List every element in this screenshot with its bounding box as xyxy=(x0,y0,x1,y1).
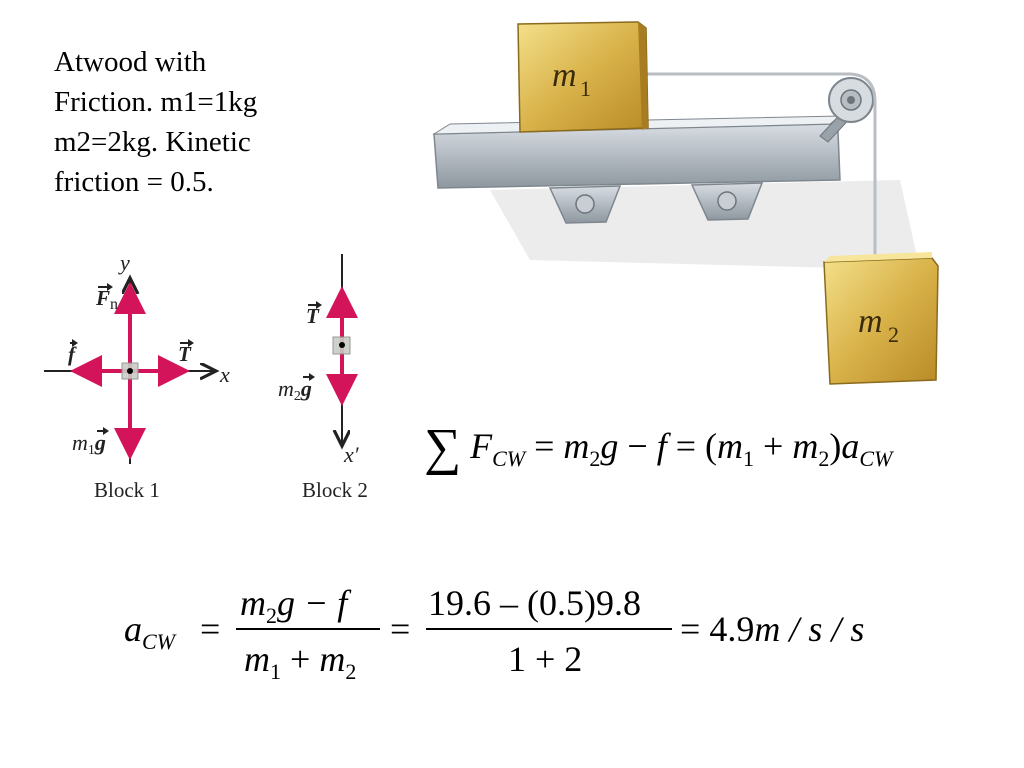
eq2-den1-sub1: 1 xyxy=(270,659,281,684)
eq2-equals-1: = xyxy=(200,609,221,649)
eq1-F: F xyxy=(470,426,493,466)
problem-line-2: Friction. m1=1kg xyxy=(54,86,258,118)
fbd2-center-dot xyxy=(339,342,345,348)
fbd1-y-label: y xyxy=(120,250,130,275)
eq1-a: a xyxy=(841,426,860,466)
fbd2-tension-label: T xyxy=(306,301,322,329)
fbd2-weight-sub: 2 xyxy=(293,389,301,404)
eq1-plus: + xyxy=(763,426,784,466)
fbd1-x-label: x xyxy=(220,362,230,387)
eq2-num1-sub: 2 xyxy=(266,603,277,628)
block-m2: m 2 xyxy=(823,252,939,385)
problem-line-4: friction = 0.5. xyxy=(54,166,214,198)
eq1-g: g xyxy=(600,426,619,466)
eq2-a: a xyxy=(124,609,142,649)
eq2-equals-2: = xyxy=(390,609,411,649)
fbd1-weight-label: m1g xyxy=(72,427,109,459)
eq1-m1-sub: 1 xyxy=(743,446,755,471)
sum-symbol: ∑ xyxy=(424,419,462,476)
eq2-num1-rest: g − f xyxy=(277,583,348,623)
problem-line-3: m2=2kg. Kinetic xyxy=(54,126,251,158)
eq2-result-number: 4.9 xyxy=(709,609,755,649)
fbd2-weight-label: m2g xyxy=(278,373,315,405)
eq2-result: = 4.9m / s / s xyxy=(680,608,864,650)
eq2-frac1-bar xyxy=(236,628,380,630)
eq1-m2-sub: 2 xyxy=(589,446,601,471)
string-wrap xyxy=(850,72,877,103)
fbd1-weight-m: m xyxy=(72,430,88,455)
pulley xyxy=(819,77,874,143)
fbd2-weight-m: m xyxy=(278,376,294,401)
eq2-lhs: aCW xyxy=(124,608,175,655)
fbd1-normal-label: Fn xyxy=(96,283,119,314)
eq1-equals-2: = xyxy=(675,426,697,466)
eq2-result-units: m / s / s xyxy=(754,609,865,649)
block-m1: m 1 xyxy=(517,21,649,133)
eq1-equals-1: = xyxy=(534,426,555,466)
fbd1-weight-sub: 1 xyxy=(87,443,95,458)
fbd1-friction-label: f xyxy=(68,339,78,367)
eq2-frac1-denominator: m1 + m2 xyxy=(244,638,356,685)
fbd1-tension-symbol: T xyxy=(178,339,194,366)
atwood-apparatus-illustration: m 1 m 2 xyxy=(432,21,939,385)
block2-subscript: 2 xyxy=(888,322,899,347)
block1-label: m xyxy=(552,57,577,94)
eq2-den1-m2: m xyxy=(319,639,346,679)
eq2-den1-m1: m xyxy=(244,639,270,679)
fbd1-center-dot xyxy=(127,368,133,374)
eq2-frac2-denominator: 1 + 2 xyxy=(508,639,583,679)
eq2-num1-m: m xyxy=(240,583,266,623)
fbd2-axis-label: x′ xyxy=(344,442,359,467)
eq2-den1-sub2: 2 xyxy=(345,659,357,684)
eq1-m2b-sub: 2 xyxy=(818,446,830,471)
eq2-frac2-bar xyxy=(426,628,672,630)
eq1-F-sub: CW xyxy=(492,446,526,471)
eq1-f: f xyxy=(656,426,667,466)
eq2-frac1-numerator: m2g − f xyxy=(240,582,347,629)
fbd1-caption: Block 1 xyxy=(94,478,160,502)
eq2-frac2-numerator: 19.6 – (0.5)9.8 xyxy=(428,583,641,623)
sum-of-forces-equation: ∑ FCW = m2g − f = (m1 + m2)aCW xyxy=(424,418,892,477)
eq1-open-paren: ( xyxy=(705,426,718,466)
eq2-a-sub: CW xyxy=(142,629,175,654)
eq2-equals-3: = xyxy=(680,609,701,649)
eq2-den1-plus: + xyxy=(290,639,311,679)
eq1-close-paren: ) xyxy=(829,426,842,466)
block2-label: m xyxy=(858,303,883,340)
eq1-minus: − xyxy=(627,426,648,466)
fbd1-normal-sub: n xyxy=(110,296,119,313)
problem-line-1: Atwood with xyxy=(54,46,207,78)
fbd1-weight-g: g xyxy=(94,427,109,455)
eq1-m2: m xyxy=(563,426,590,466)
fbd1-normal-symbol: F xyxy=(96,283,114,310)
eq1-m2b: m xyxy=(792,426,819,466)
eq1-a-sub: CW xyxy=(859,446,893,471)
fbd2-caption: Block 2 xyxy=(302,478,368,502)
fbd-block1 xyxy=(44,250,250,464)
fbd1-friction-symbol: f xyxy=(68,339,78,366)
fbd2-tension-symbol: T xyxy=(306,301,322,328)
eq1-m1: m xyxy=(717,426,744,466)
fbd2-weight-g: g xyxy=(300,373,315,401)
fbd-block2 xyxy=(326,254,358,460)
block1-subscript: 1 xyxy=(580,76,591,101)
fbd1-tension-label: T xyxy=(178,339,194,367)
